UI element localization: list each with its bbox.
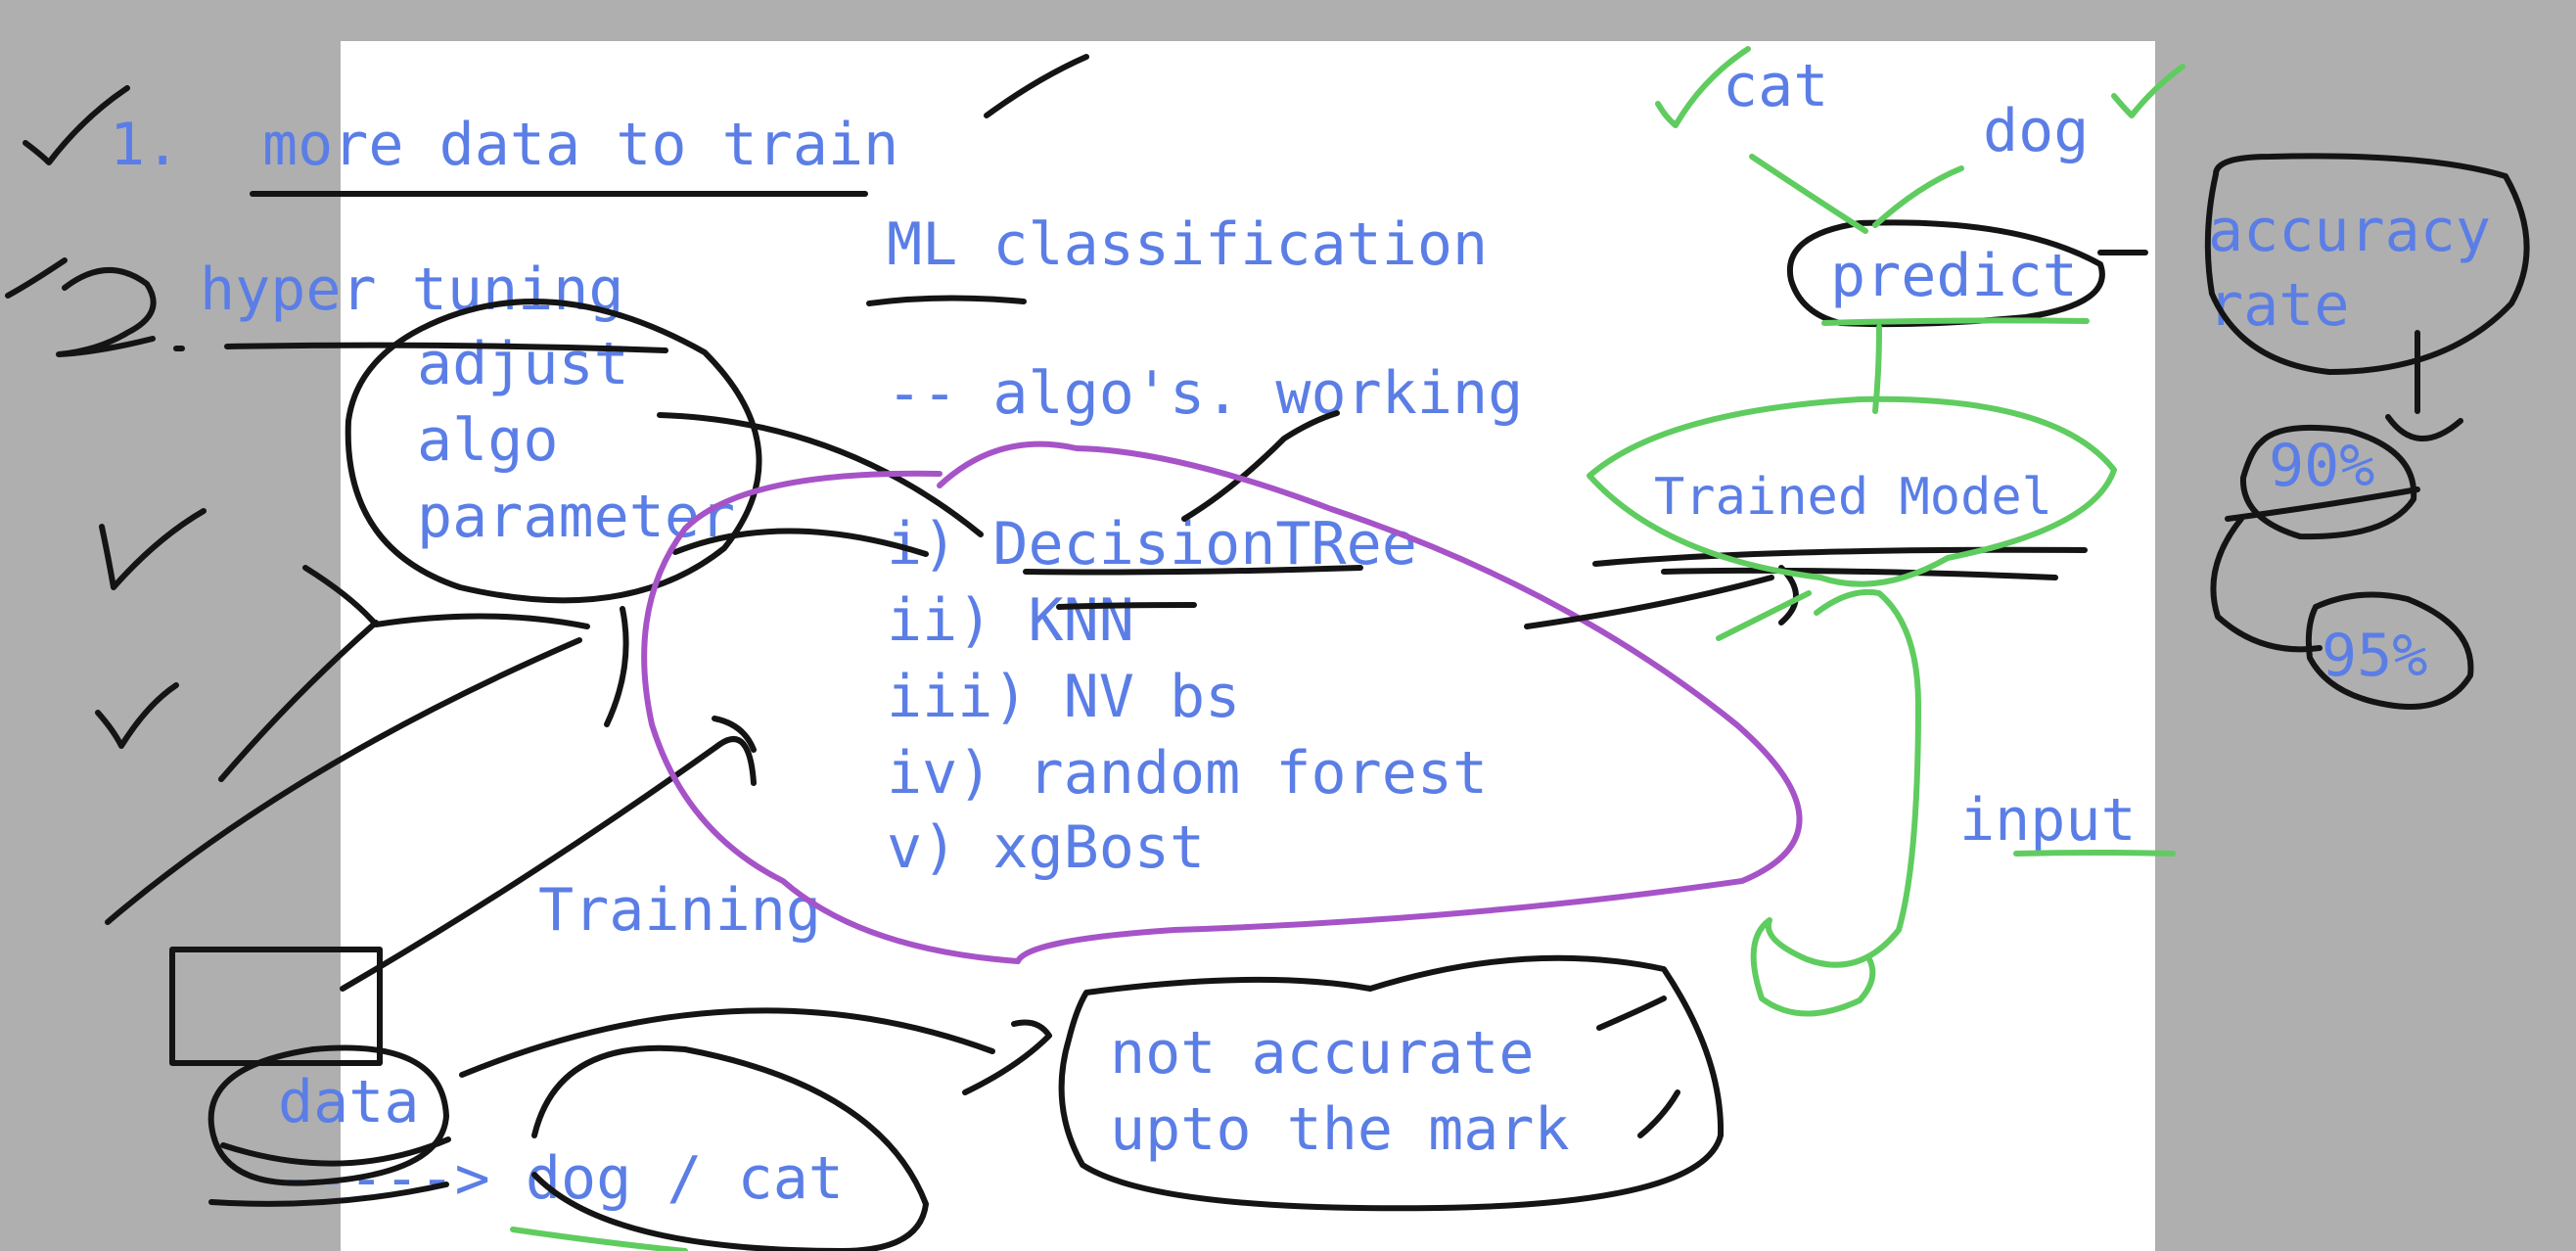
algorithms-blob bbox=[641, 440, 1803, 964]
cat-text: cat bbox=[1723, 52, 1829, 120]
circle-stroke bbox=[345, 299, 762, 604]
underline-stroke bbox=[224, 342, 668, 353]
accuracy-line1: accuracy bbox=[2208, 197, 2491, 265]
checkmark-icon bbox=[2111, 64, 2185, 118]
pct-90-circle bbox=[2239, 424, 2417, 540]
algorithm-item: iii) NV bs bbox=[887, 663, 1241, 731]
connector-stroke bbox=[218, 620, 379, 782]
connector-stroke bbox=[604, 606, 629, 727]
data-circle-stroke bbox=[220, 1136, 451, 1167]
item-1-text: more data to train bbox=[262, 111, 899, 179]
connector-stroke bbox=[657, 412, 984, 537]
pct-90-text: 90% bbox=[2269, 432, 2375, 500]
ink-stroke bbox=[1872, 165, 1964, 228]
data-text: data bbox=[278, 1068, 420, 1136]
checkmark-icon bbox=[23, 85, 130, 165]
connector-stroke bbox=[672, 528, 929, 557]
checkmark-icon bbox=[984, 54, 1089, 118]
algo-working-text: -- algo's. working bbox=[887, 359, 1524, 428]
underline-stroke bbox=[1181, 410, 1340, 522]
algorithm-item: i) DecisionTRee bbox=[887, 510, 1417, 579]
not-accurate-line1: not accurate bbox=[1110, 1019, 1535, 1088]
data-circle-stroke bbox=[207, 1044, 449, 1186]
checkmark-icon bbox=[95, 682, 179, 749]
pct-95-circle bbox=[2305, 591, 2474, 710]
connector-stroke bbox=[302, 565, 590, 629]
algorithm-item: iv) random forest bbox=[887, 739, 1489, 808]
predict-circle bbox=[1786, 219, 2105, 328]
dog-text: dog bbox=[1983, 97, 2090, 165]
predict-text: predict bbox=[1830, 242, 2078, 310]
data-circle-stroke bbox=[208, 1182, 449, 1207]
ink-stroke bbox=[1716, 590, 1812, 641]
arrow-stroke bbox=[1592, 546, 2088, 567]
input-text: input bbox=[1959, 786, 2137, 855]
number-2-stroke bbox=[56, 267, 157, 357]
arrow-stroke bbox=[459, 1007, 995, 1078]
underline-stroke bbox=[866, 295, 1027, 306]
connector-stroke bbox=[105, 637, 582, 925]
ink-stroke bbox=[1872, 324, 1882, 414]
ink-stroke bbox=[1749, 154, 1868, 234]
arrow-stroke bbox=[962, 1019, 1052, 1095]
data-box bbox=[169, 947, 383, 1066]
algorithm-item: v) xgBost bbox=[887, 813, 1206, 882]
arrow-stroke bbox=[1661, 567, 2058, 580]
ink-stroke bbox=[2210, 516, 2323, 653]
ink-stroke bbox=[1596, 996, 1667, 1031]
trained-model-oval bbox=[1587, 395, 2117, 587]
arrow-stroke bbox=[1524, 575, 1774, 629]
underline-stroke bbox=[2013, 850, 2176, 857]
accuracy-circle bbox=[2204, 153, 2530, 375]
number-2-stroke bbox=[5, 257, 68, 299]
page-title: ML classification bbox=[887, 210, 1489, 279]
underline-stroke bbox=[1056, 602, 1197, 610]
ink-stroke bbox=[1821, 317, 2090, 326]
trained-model-text: Trained Model bbox=[1654, 468, 2052, 527]
checkmark-icon bbox=[99, 508, 207, 590]
training-text: Training bbox=[538, 876, 821, 945]
ink-stroke bbox=[510, 1227, 688, 1251]
ink-stroke bbox=[2225, 486, 2420, 522]
item-1-number: 1. bbox=[110, 111, 181, 179]
loop-stroke bbox=[712, 716, 757, 753]
dog-cat-circle bbox=[531, 1044, 929, 1251]
not-accurate-line2: upto the mark bbox=[1110, 1095, 1570, 1164]
loop-stroke bbox=[340, 736, 757, 992]
pct-95-text: 95% bbox=[2322, 622, 2428, 690]
ink-stroke bbox=[1750, 588, 1921, 1017]
algo-text: algo bbox=[417, 406, 559, 475]
checkmark-icon bbox=[1655, 46, 1751, 128]
arrow-stroke bbox=[2385, 414, 2463, 441]
underline-stroke bbox=[1023, 565, 1363, 576]
ink-stroke bbox=[1637, 1089, 1680, 1138]
not-accurate-circle bbox=[1058, 954, 1725, 1212]
algorithm-item: ii) KNN bbox=[887, 586, 1134, 655]
